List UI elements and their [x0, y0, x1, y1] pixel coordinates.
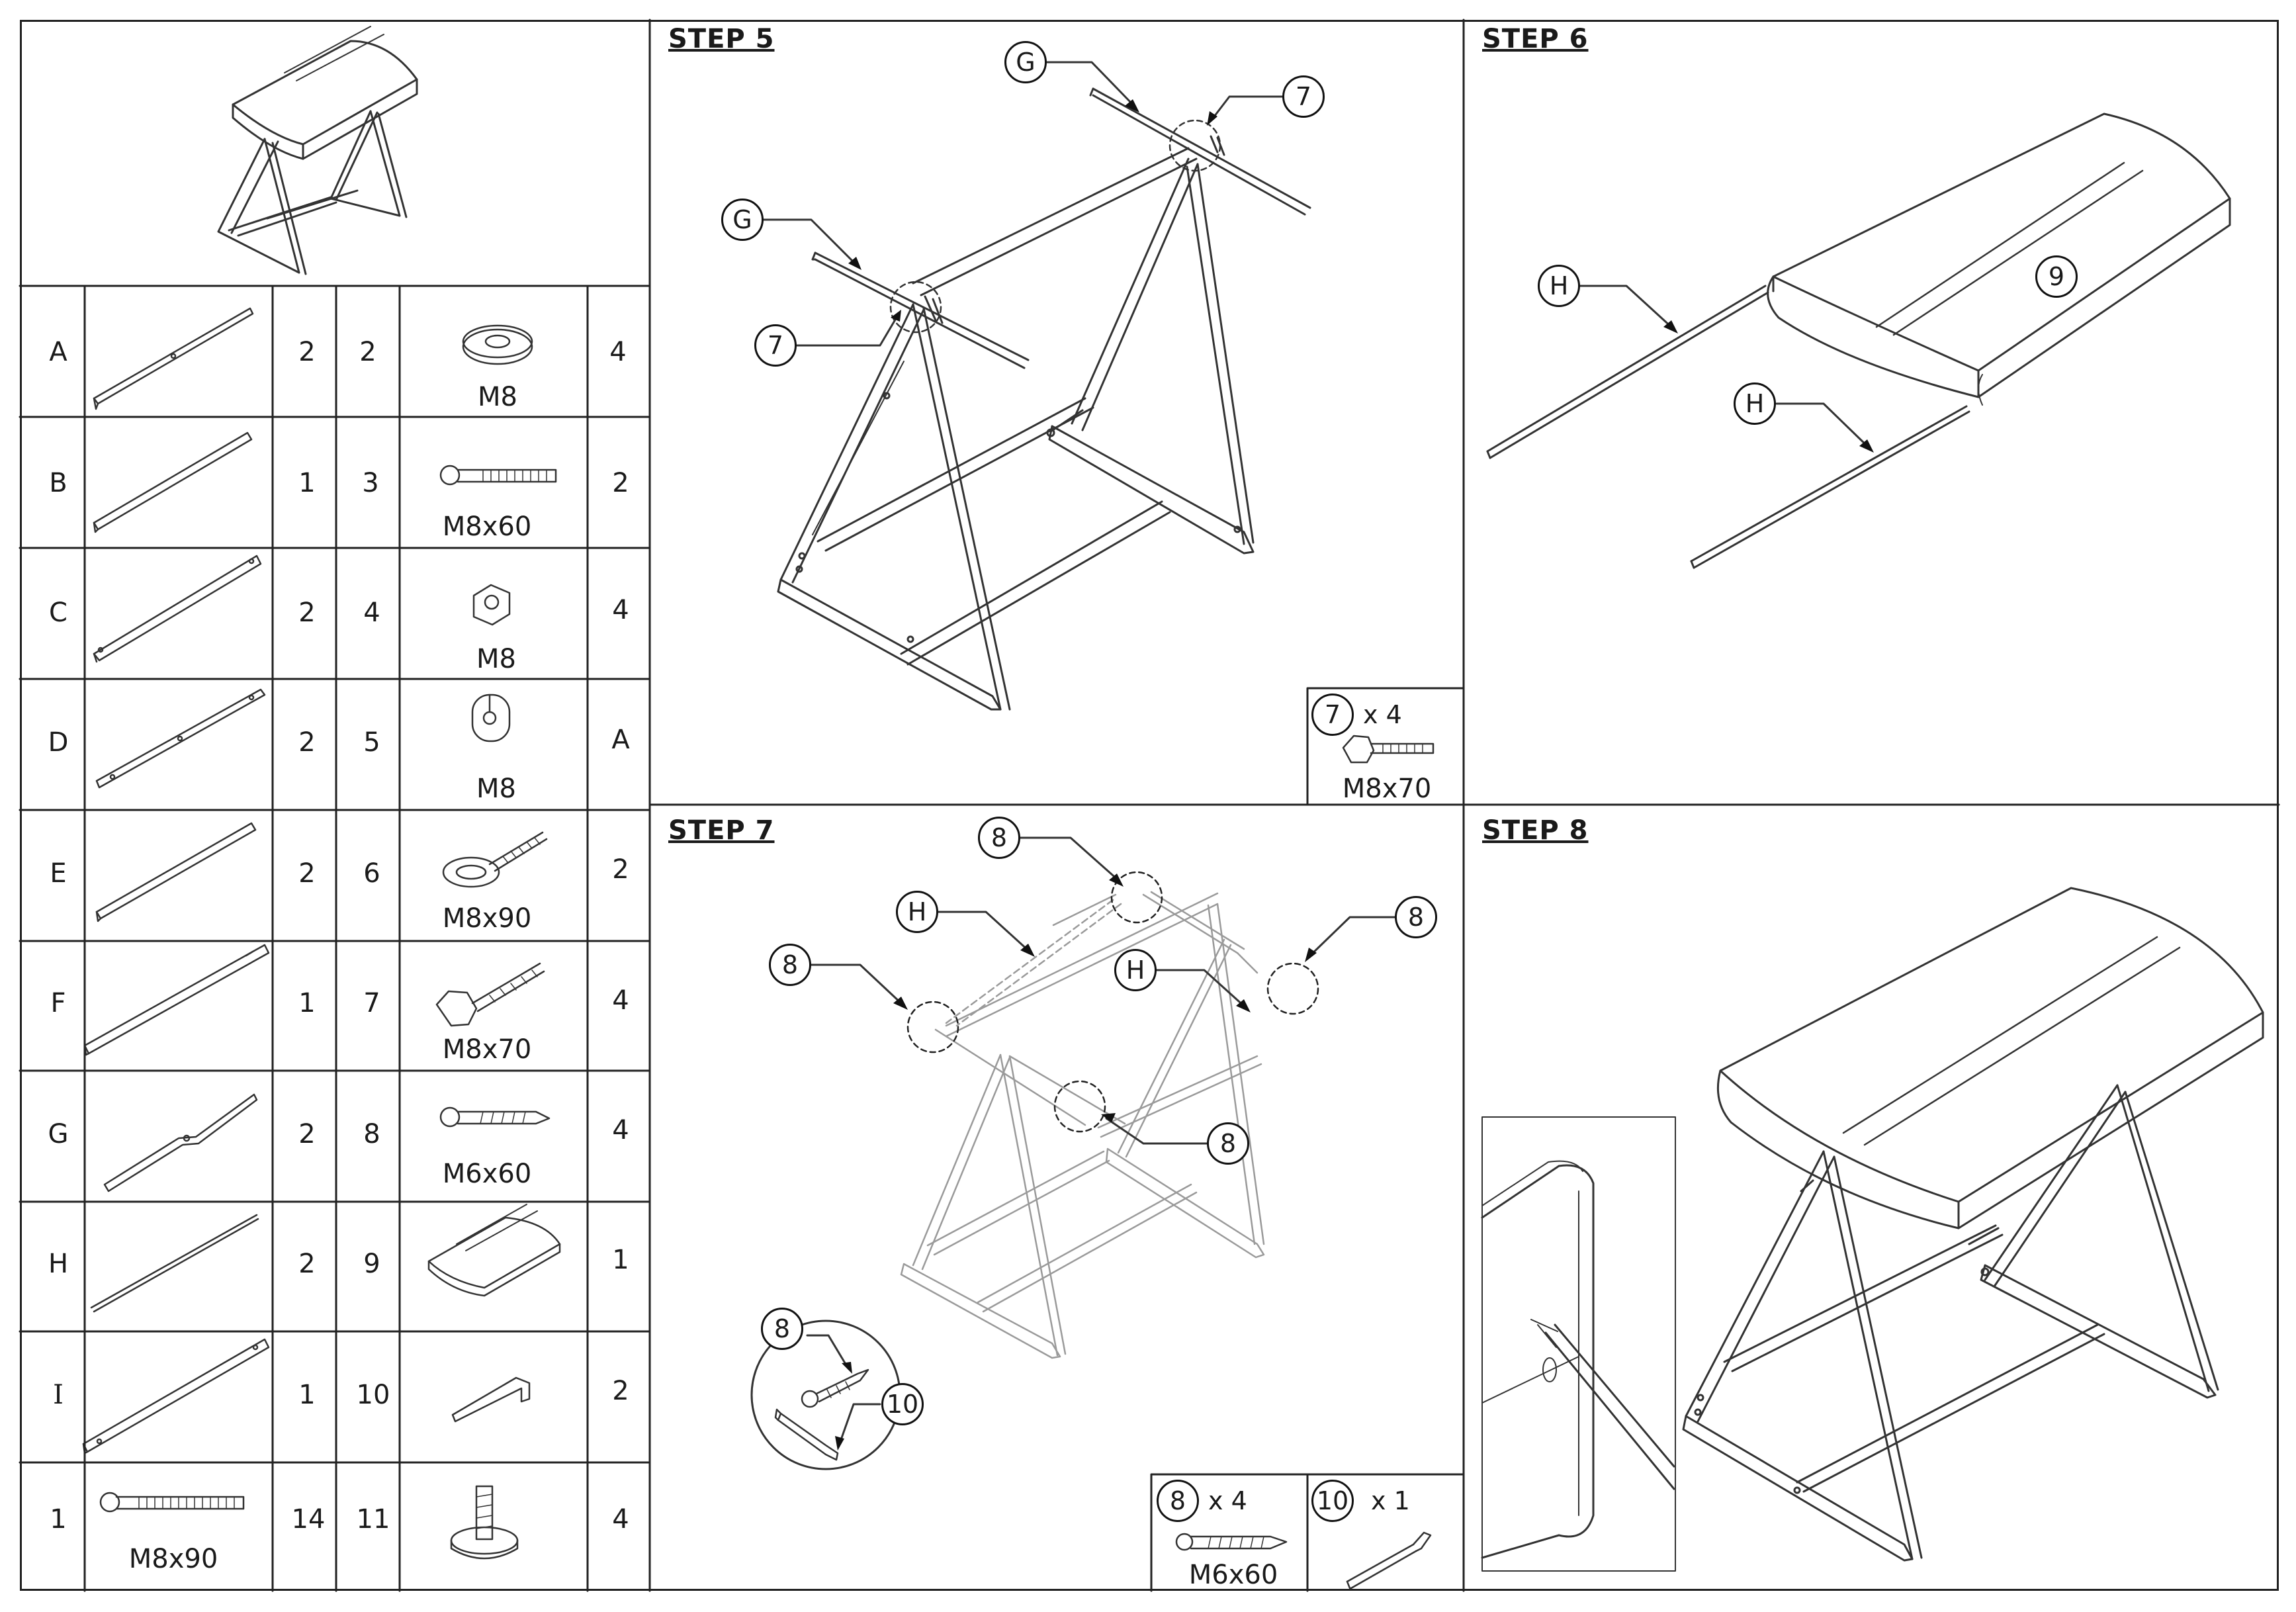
hardware-id: 8: [363, 1119, 380, 1149]
part-qty: 2: [298, 727, 316, 758]
step7-callout-8: 8: [978, 817, 1020, 859]
part-qty: 1: [298, 988, 316, 1018]
step5-box-qty: x 4: [1363, 700, 1402, 729]
step8-title: STEP 8: [1482, 815, 1589, 846]
part-qty: 2: [298, 337, 316, 367]
step7-callout-h: H: [896, 891, 938, 933]
hardware-qty: 4: [612, 985, 629, 1016]
step5-title: STEP 5: [668, 24, 775, 54]
step5-arrows: [848, 99, 1217, 322]
step7-leaders: [809, 836, 1396, 1145]
step5-frame-illustration: [762, 61, 1311, 711]
hardware-qty: A: [611, 725, 630, 755]
part-qty: 2: [298, 598, 316, 628]
step6-arrows: [1663, 320, 1874, 453]
step7-box-allen-key-icon: [1346, 1531, 1432, 1590]
part-id: 1: [50, 1504, 67, 1535]
step5-callout-g: G: [721, 199, 764, 241]
hardware-qty: 2: [612, 1376, 629, 1406]
step5-box-size: M8x70: [1342, 774, 1432, 804]
part-id: B: [49, 468, 67, 498]
page-frame: [20, 20, 2279, 1591]
step6-seat-illustration: [1486, 112, 2231, 569]
step7-arrows: [893, 873, 1317, 1122]
part-id: A: [49, 337, 67, 367]
step5-callout-7: 7: [1282, 75, 1325, 118]
hardware-qty: 2: [612, 468, 629, 498]
step7-detail-arrows: [835, 1362, 852, 1451]
hardware-qty: 1: [612, 1245, 629, 1275]
part-id: C: [49, 598, 67, 628]
hardware-id: 11: [356, 1504, 390, 1535]
hardware-illustrations: [427, 324, 561, 1560]
hardware-size: M8: [476, 774, 516, 804]
hardware-qty: 4: [612, 1504, 629, 1535]
step6-callout-h: H: [1538, 265, 1580, 307]
hardware-size: M8x70: [442, 1034, 532, 1065]
part-qty: 1: [298, 1380, 316, 1410]
hardware-qty: 4: [609, 337, 627, 367]
hardware-size: M8x90: [442, 903, 532, 934]
part-qty: 1: [298, 468, 316, 498]
parts-table-grid: [19, 285, 651, 1592]
step7-box-callout-8: 8: [1157, 1480, 1199, 1522]
panel-dividers: [648, 19, 2280, 1592]
hardware-id: 3: [362, 468, 379, 498]
step7-box-qty: x 1: [1371, 1486, 1410, 1515]
step6-title: STEP 6: [1482, 24, 1589, 54]
hardware-id: 2: [359, 337, 376, 367]
step7-callout-8: 8: [1207, 1122, 1249, 1165]
step6-callout-h: H: [1734, 382, 1776, 425]
step7-box-size: M6x60: [1188, 1560, 1278, 1590]
step7-detail-callout-8: 8: [761, 1308, 803, 1350]
step5-box-callout: 7: [1311, 694, 1354, 736]
part-qty: 2: [298, 1119, 316, 1149]
hardware-id: 9: [363, 1249, 380, 1279]
step7-box-qty: x 4: [1208, 1486, 1247, 1515]
part-id: G: [48, 1119, 69, 1149]
part-qty: 14: [291, 1504, 326, 1535]
part-qty: 2: [298, 1249, 316, 1279]
step7-frame-illustration: [900, 871, 1319, 1359]
step7-callout-h: H: [1114, 949, 1157, 991]
part-id: E: [50, 858, 67, 889]
hardware-qty: 4: [612, 595, 629, 625]
step5-knob-bolt-icon: [1342, 735, 1435, 764]
part-id: D: [48, 727, 69, 758]
step7-callout-8: 8: [1395, 896, 1437, 938]
step5-callout-7: 7: [754, 324, 797, 367]
part-id: I: [53, 1380, 64, 1410]
part-illustrations: [82, 307, 270, 1513]
hardware-size: M6x60: [442, 1159, 532, 1189]
step7-title: STEP 7: [668, 815, 775, 846]
hardware-size: M8x60: [442, 512, 532, 542]
step7-box-callout-10: 10: [1311, 1480, 1354, 1522]
part-size: M8x90: [128, 1544, 218, 1574]
hardware-id: 7: [363, 988, 380, 1018]
hardware-size: M8: [478, 382, 517, 412]
step7-box-screw-icon: [1175, 1533, 1288, 1551]
hardware-size: M8: [476, 644, 516, 674]
hardware-id: 10: [356, 1380, 390, 1410]
part-id: F: [50, 988, 66, 1018]
part-qty: 2: [298, 858, 316, 889]
hardware-qty: 2: [612, 854, 629, 885]
overview-bench-illustration: [217, 26, 418, 275]
hardware-id: 6: [363, 858, 380, 889]
step8-bench-illustration: [1481, 887, 2264, 1572]
hardware-qty: 4: [612, 1115, 629, 1145]
step5-callout-g: G: [1004, 41, 1047, 83]
step7-callout-8: 8: [769, 944, 811, 986]
hardware-id: 4: [363, 598, 380, 628]
step7-detail-callout-10: 10: [881, 1383, 924, 1425]
part-id: H: [48, 1249, 69, 1279]
hardware-id: 5: [363, 727, 380, 758]
step6-callout-9: 9: [2035, 255, 2078, 298]
